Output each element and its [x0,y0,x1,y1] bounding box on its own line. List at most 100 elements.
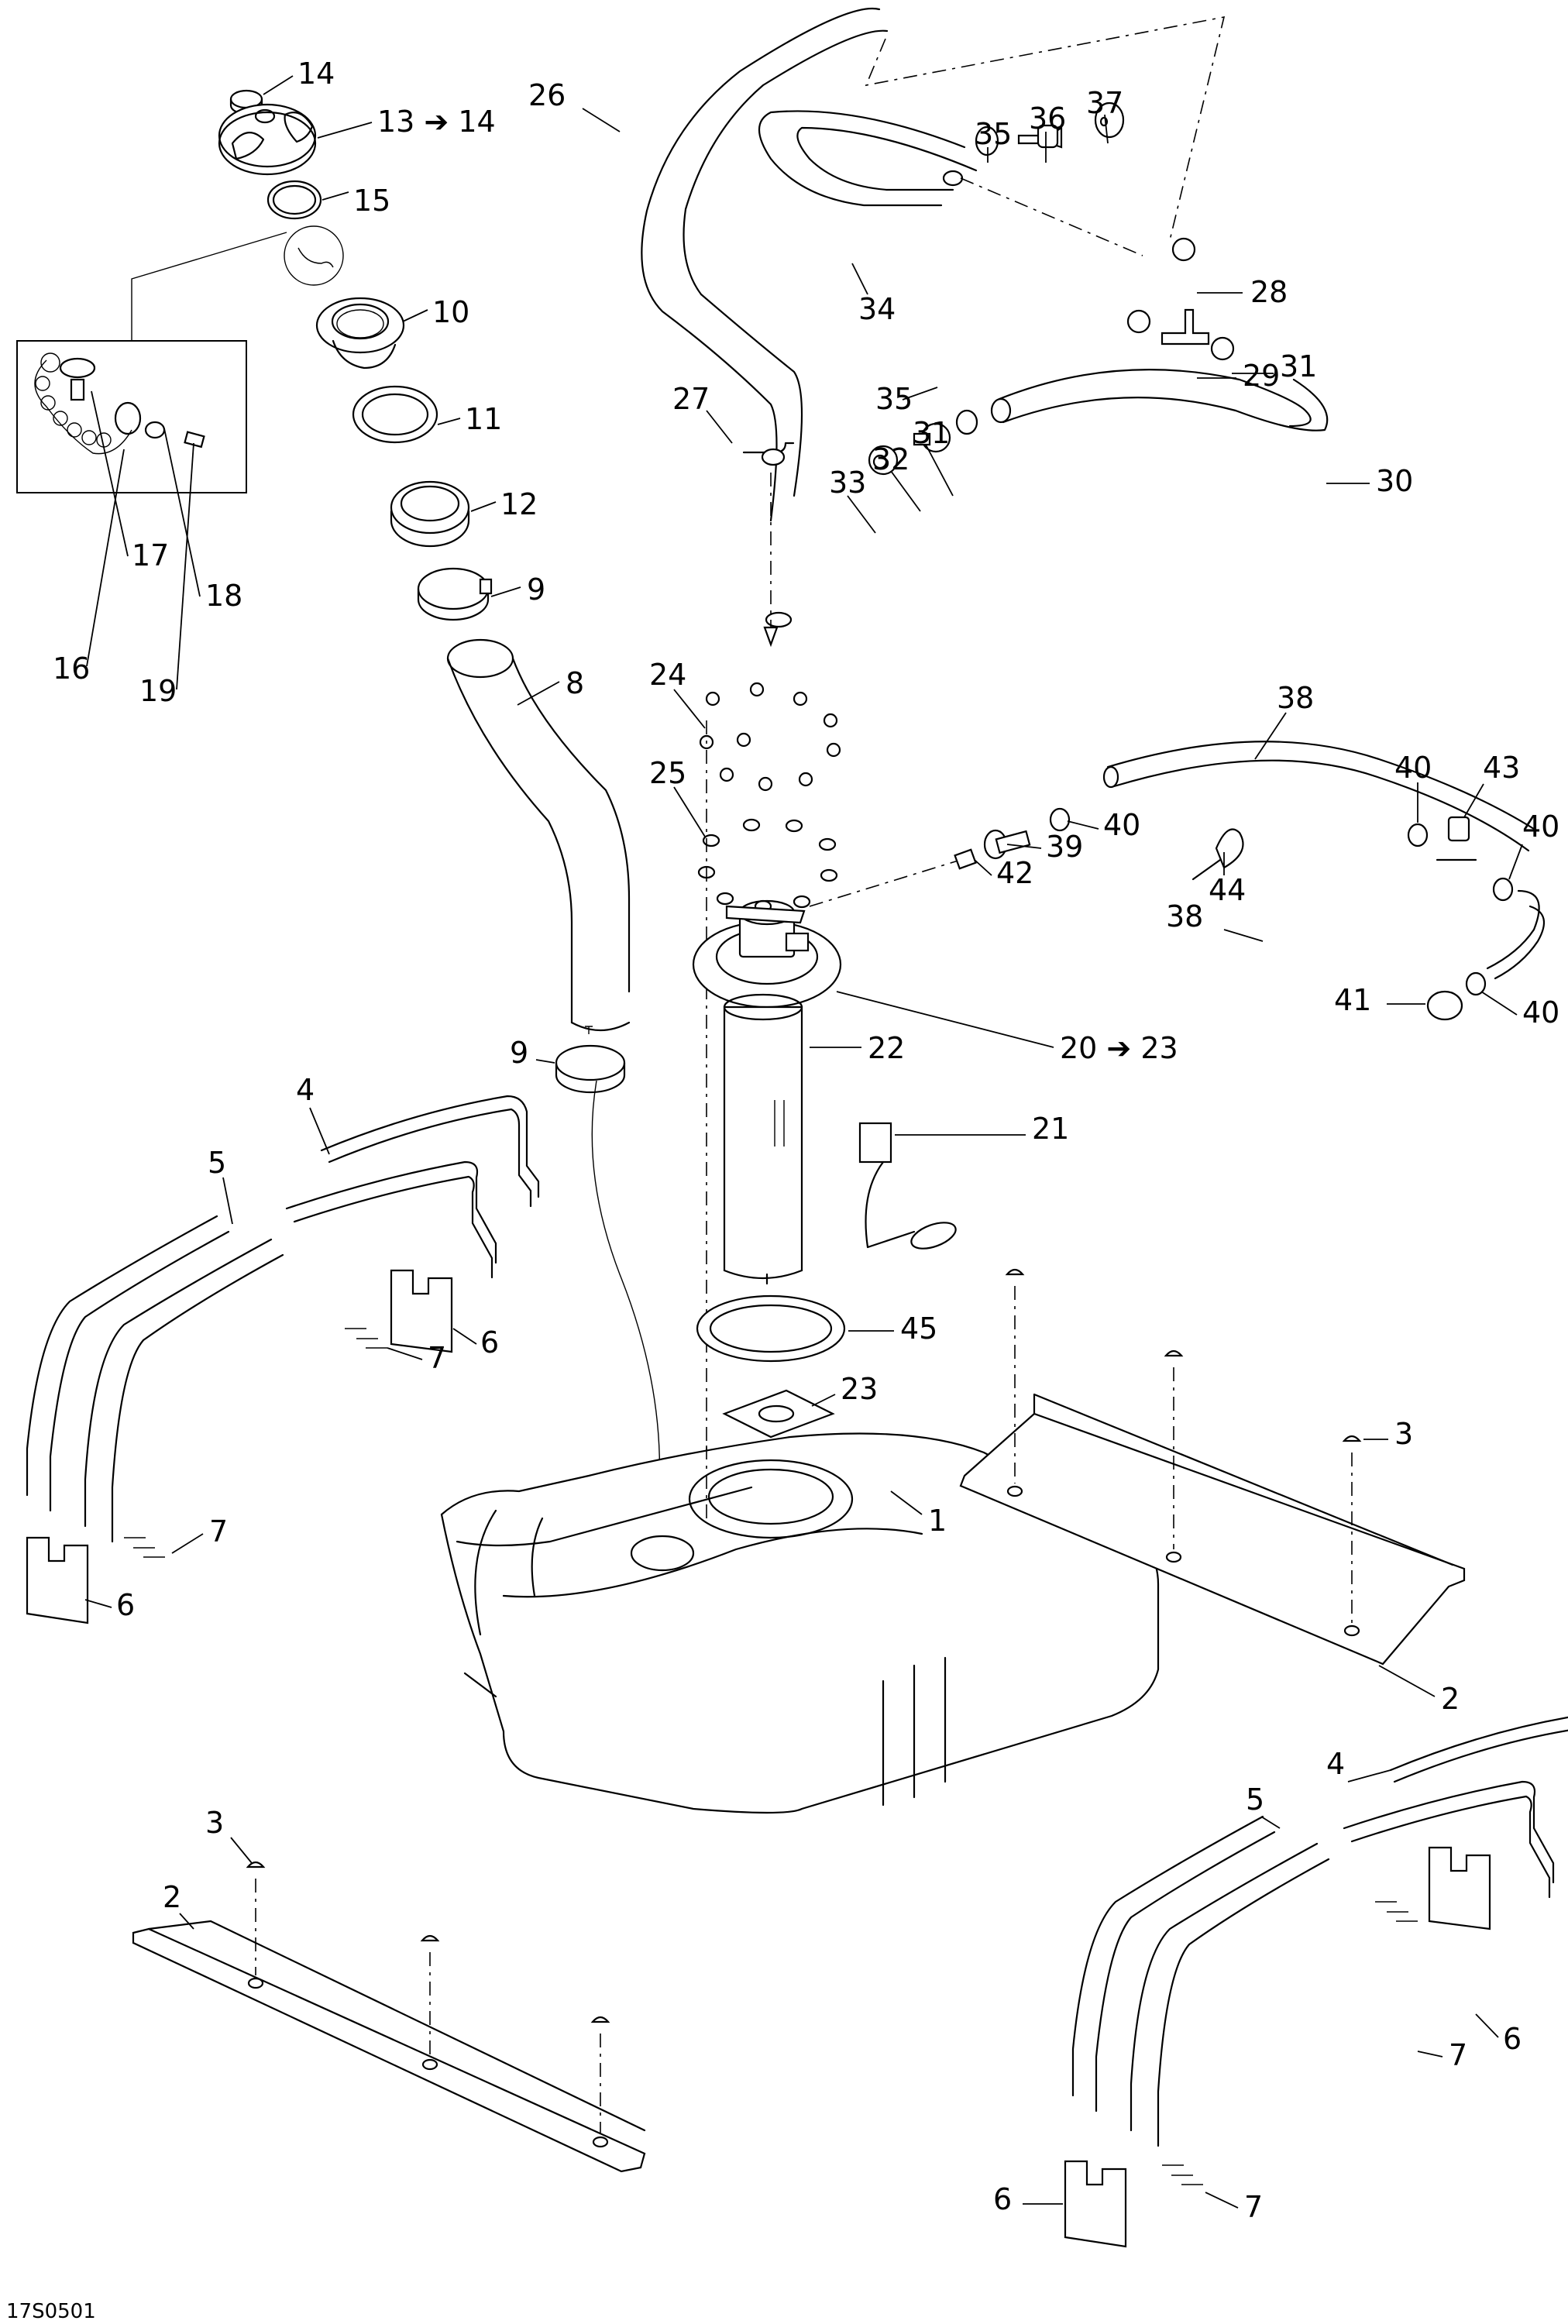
leader-line [1006,844,1042,849]
leader-line [490,586,521,597]
vent-hose [641,8,889,628]
callout-number: 40 [1394,751,1432,785]
screw [184,431,205,449]
callout-number: 37 [1086,86,1123,120]
callout-number: 4 [1326,1747,1345,1781]
leader-line [890,470,921,512]
callout-number: 6 [1503,2022,1522,2056]
rollover-grommet [868,445,899,476]
filler-hose [446,638,631,1034]
hose-clip [742,442,795,466]
clamp-tee-right [1210,336,1235,361]
callout-number: 14 [297,57,335,91]
parts-layer [16,8,1568,2248]
leader-line [851,263,868,295]
bracket-right [1428,1846,1491,1930]
fuel-pump-module [692,899,842,1285]
callout-number: 7 [1449,2038,1467,2072]
leader-line [91,390,129,557]
leader-line [1463,783,1484,818]
leader-line [86,449,125,667]
callout-bolts-upper: 7 [387,1341,446,1375]
callout-fuel-tank: 1 [890,1490,947,1538]
callout-heat-shield-right: 2 [1378,1665,1460,1716]
leader-line [517,681,560,706]
leader-line [890,1490,923,1515]
leader-line [1480,991,1518,1016]
callout-tether-pin: 17 [91,390,169,572]
callout-tank-strap-rear: 4 [296,1073,330,1155]
callout-lock-nuts: 24 [649,658,706,729]
callout-hose-clip: 27 [672,382,733,444]
leader-line [925,444,954,497]
clamp-fuel-pump-outlet [1049,807,1071,832]
callout-number: 16 [53,651,90,686]
fuel-line-short [1486,889,1546,980]
callout-number: 17 [132,538,169,572]
fuel-filter-plug [1426,990,1463,1021]
callout-number: 10 [432,295,469,329]
bolts-right [1375,1901,1418,1922]
callout-number: 25 [649,756,686,790]
callout-number: 41 [1334,983,1371,1017]
callout-number: 6 [480,1325,499,1360]
tether-chain [34,352,132,455]
leader-line [535,1059,555,1064]
clamp-tee-left [1126,309,1151,334]
callout-fuel-line: 38 [1254,681,1314,760]
callout-number: 5 [1246,1783,1264,1817]
callout-number: 29 [1243,359,1280,393]
callout-bracket-left: 6 [84,1588,135,1622]
leader-line [1475,2013,1499,2038]
arrow-head-clip [763,626,779,648]
callout-cap-gasket: 15 [322,184,390,218]
leader-line [230,1837,253,1864]
callout-number: 3 [205,1806,224,1840]
callout-number: 40 [1103,808,1140,842]
rivets-right [1005,1268,1362,1623]
cable-tie [1191,828,1244,881]
callout-tether-chain: 16 [53,449,125,686]
leader-line [1260,1816,1281,1829]
clamp-rollover [955,409,978,435]
callout-number: 7 [428,1341,446,1375]
callout-washers: 25 [649,756,706,837]
callout-hose-clamp-upper: 9 [490,572,545,607]
callout-bolts-right: 7 [1417,2038,1467,2072]
callout-number: 7 [209,1514,228,1549]
lock-nuts [699,682,841,792]
callout-tank-strap-front-right: 5 [1246,1783,1281,1829]
callout-number: 30 [1376,464,1413,498]
callout-number: 39 [1046,830,1083,864]
callout-grommet: 37 [1086,86,1123,144]
callout-number: 38 [1277,681,1314,715]
callout-number: 31 [913,416,950,450]
hose-clamp-upper [417,567,493,621]
callout-bolts-bottom: 7 [1205,2190,1263,2224]
tether-detail-circle [284,225,344,286]
callout-bolts-left: 7 [171,1514,228,1554]
callout-retaining-ring: 12 [470,487,538,521]
leader-line [1378,1665,1436,1697]
connector-clip [954,848,977,870]
callout-number: 23 [841,1372,878,1406]
fuel-filter [722,1389,835,1439]
bracket-bottom [1064,2160,1127,2248]
filler-gasket [352,385,438,444]
leader-line [263,75,294,95]
tank-strap-rear-right [1343,1716,1568,1899]
leader-line [673,689,706,729]
callout-number: 42 [996,856,1033,890]
callout-number: 6 [116,1588,135,1622]
washers [697,818,838,913]
tether-pin [59,357,96,401]
leader-line [1347,1769,1391,1783]
fuel-cap-assembly [218,103,317,176]
callout-vent-hose-loop: 34 [851,263,896,326]
callout-rivets-left: 3 [205,1806,253,1864]
leader-line [902,387,938,401]
tank-strap-rear [285,1095,540,1279]
leader-line [1417,2051,1443,2058]
callout-fuel-line-short: 38 [1166,899,1264,942]
fuel-level-sender [858,1122,957,1250]
